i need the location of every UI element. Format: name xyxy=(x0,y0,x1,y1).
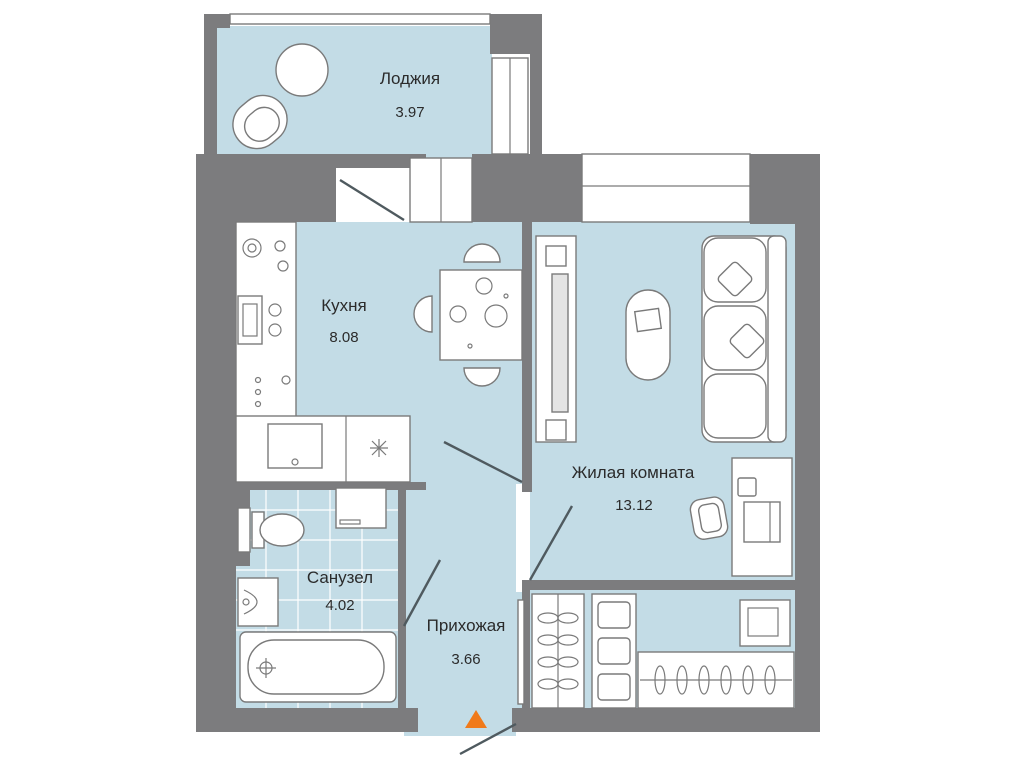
fridge-icon xyxy=(370,439,388,457)
living-room-area: 13.12 xyxy=(615,497,653,514)
coffee-table xyxy=(625,289,671,381)
desk-chair xyxy=(689,496,729,540)
living-room-furniture xyxy=(535,235,793,577)
round-table xyxy=(275,43,329,97)
doors xyxy=(339,178,574,756)
kitchen-name: Кухня xyxy=(321,296,367,315)
cushion xyxy=(717,261,753,297)
living-room-name: Жилая комната xyxy=(572,463,695,482)
sink-counter xyxy=(235,415,411,483)
chair xyxy=(413,295,433,333)
washbasin xyxy=(237,577,279,627)
kitchen-area: 8.08 xyxy=(329,329,358,346)
kitchen-furniture xyxy=(235,221,523,483)
corridor-wardrobe xyxy=(591,593,795,709)
armchair xyxy=(232,94,288,150)
room-labels: Лоджия 3.97 Кухня 8.08 Жилая комната 13.… xyxy=(307,69,695,668)
cushion xyxy=(729,323,765,359)
kitchen-sink xyxy=(267,423,323,469)
walls xyxy=(196,14,820,732)
loggia-door xyxy=(339,178,405,222)
loggia-furniture xyxy=(232,43,329,150)
kitchen-door xyxy=(443,440,523,484)
dining-table xyxy=(439,269,523,361)
loggia-area: 3.97 xyxy=(395,104,424,121)
hallway-name: Прихожая xyxy=(427,616,506,635)
entrance-arrow-icon xyxy=(465,710,487,728)
windows xyxy=(229,13,751,223)
bathroom-furniture xyxy=(237,487,397,703)
loggia-name: Лоджия xyxy=(380,69,440,88)
boiler xyxy=(237,507,251,553)
stove xyxy=(237,295,263,345)
bathtub xyxy=(239,631,397,703)
washer xyxy=(335,487,387,529)
hallway-wardrobe xyxy=(517,593,585,709)
chair xyxy=(463,367,501,387)
chair xyxy=(463,243,501,263)
hallway-floor xyxy=(404,484,516,736)
bathroom-door xyxy=(402,559,442,627)
hallway-area: 3.66 xyxy=(451,651,480,668)
laptop xyxy=(743,501,781,543)
bathroom-area: 4.02 xyxy=(325,597,354,614)
tv xyxy=(551,273,569,413)
bathroom-name: Санузел xyxy=(307,568,373,587)
entrance-door xyxy=(459,722,517,756)
toilet xyxy=(251,511,305,549)
living-room-door xyxy=(528,505,574,581)
